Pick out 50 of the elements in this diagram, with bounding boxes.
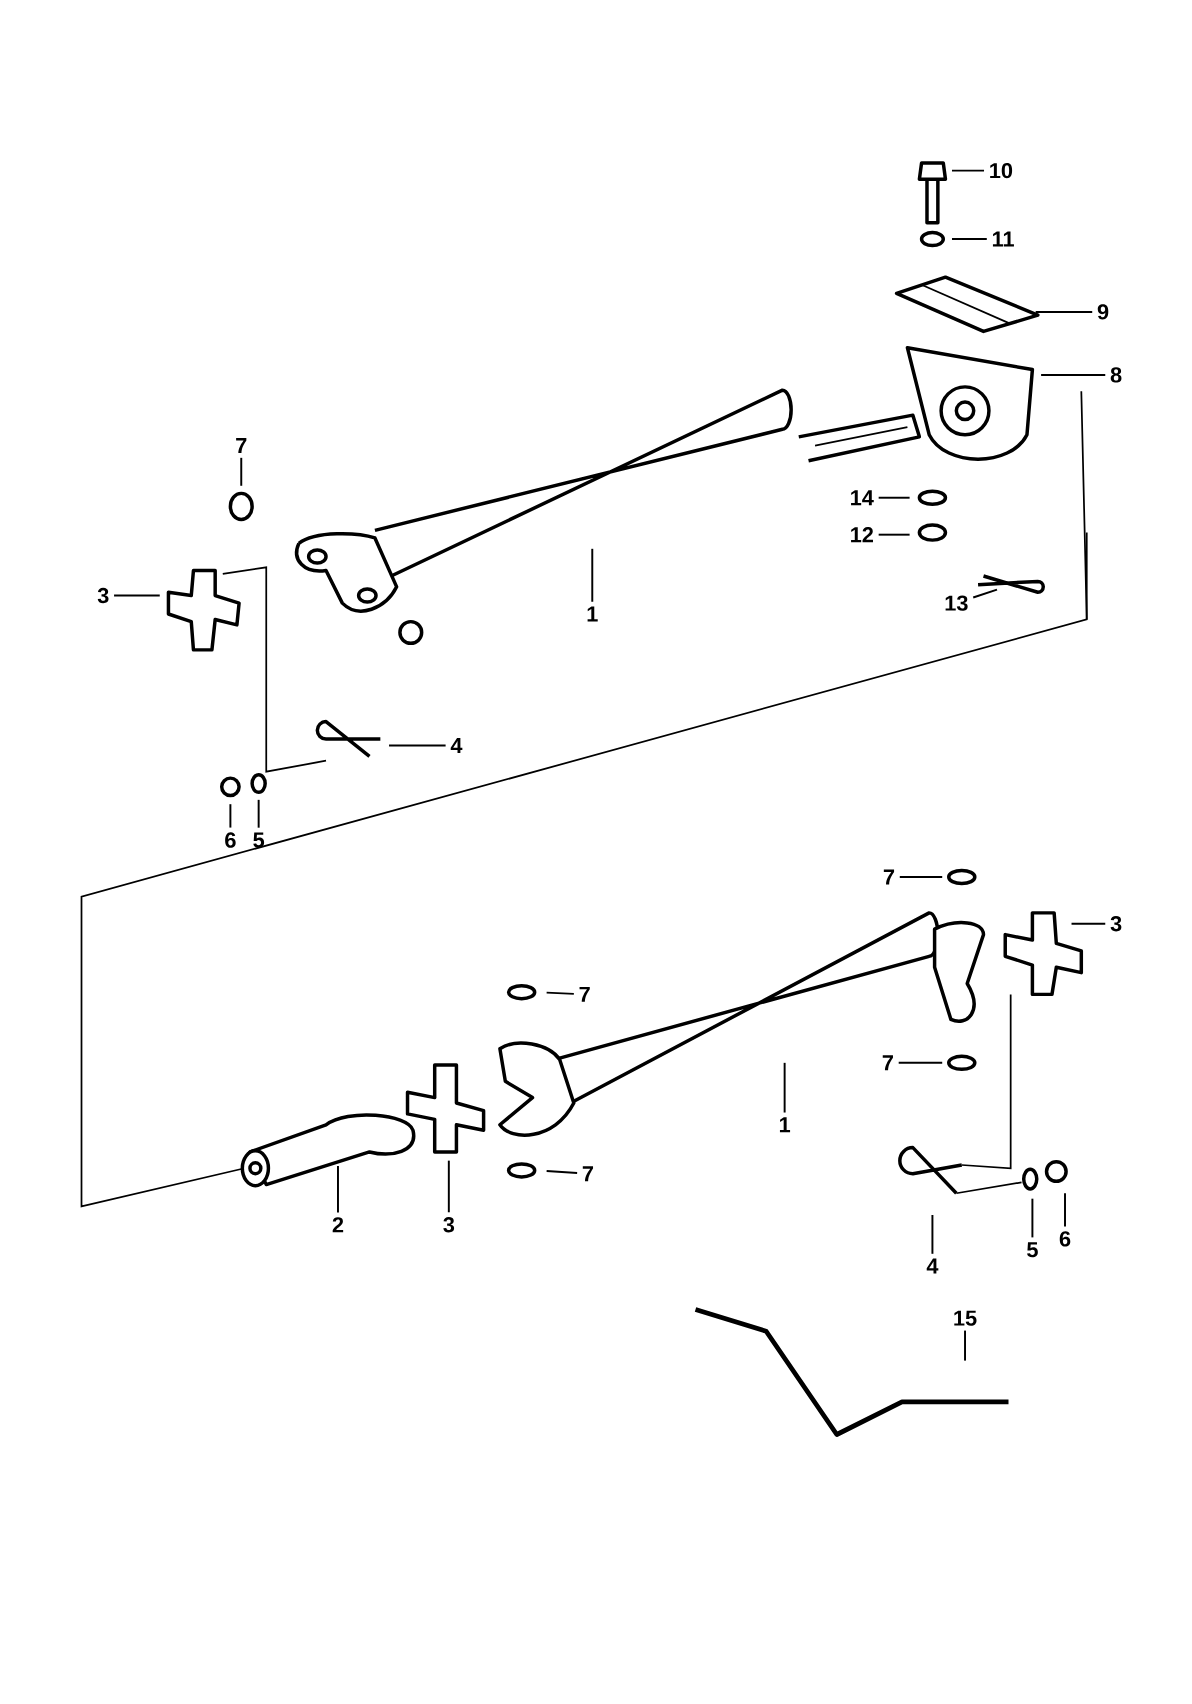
leader-line <box>964 1329 966 1362</box>
leader-line <box>257 798 260 829</box>
leader-line <box>240 456 243 487</box>
leader-line <box>972 588 998 599</box>
callout-number: 7 <box>883 869 894 885</box>
leader-line <box>877 496 911 499</box>
callout-number: 1 <box>587 606 598 622</box>
leader-line <box>1070 922 1107 925</box>
leader-line <box>113 594 161 597</box>
callout-number: 6 <box>1059 1231 1071 1247</box>
callout-number: 3 <box>443 1217 455 1233</box>
callout-number: 1 <box>779 1117 790 1133</box>
leader-line <box>898 876 944 878</box>
callout-number: 7 <box>882 1055 893 1071</box>
leader-line <box>950 238 988 241</box>
leader-line <box>931 1214 934 1255</box>
callout-number: 7 <box>579 986 590 1002</box>
leader-line <box>591 547 594 603</box>
callout-number: 14 <box>851 490 874 506</box>
callout-number: 5 <box>253 832 265 848</box>
leader-line <box>897 1061 944 1064</box>
leader-line <box>336 1165 339 1214</box>
leader-line <box>950 169 985 172</box>
callout-number: 5 <box>1027 1242 1038 1258</box>
callout-number: 13 <box>945 595 968 611</box>
leader-line <box>229 803 232 829</box>
leader-line <box>545 1170 578 1174</box>
callout-number: 4 <box>926 1258 939 1274</box>
callout-number: 12 <box>851 527 873 543</box>
leader-line <box>1063 1192 1066 1228</box>
leader-line <box>783 1061 786 1114</box>
callout-number: 8 <box>1110 367 1122 383</box>
leader-line <box>1031 1197 1034 1239</box>
callout-number: 6 <box>225 832 236 848</box>
leader-line <box>545 991 575 995</box>
callout-number: 7 <box>236 438 247 454</box>
leader-line <box>1034 310 1094 313</box>
leader-line <box>447 1159 450 1214</box>
callout-number: 9 <box>1097 304 1109 320</box>
callout-number: 7 <box>582 1166 593 1182</box>
callout-number: 10 <box>990 162 1013 179</box>
callout-number: 2 <box>332 1217 344 1233</box>
callout-number: 3 <box>1110 916 1122 932</box>
callout-number: 11 <box>992 231 1014 247</box>
callout-number: 3 <box>97 587 109 604</box>
leader-line <box>877 533 911 536</box>
leader-line <box>1040 373 1107 376</box>
leader-line <box>388 744 447 747</box>
callout-number: 15 <box>954 1310 977 1326</box>
callout-number: 4 <box>450 738 463 753</box>
